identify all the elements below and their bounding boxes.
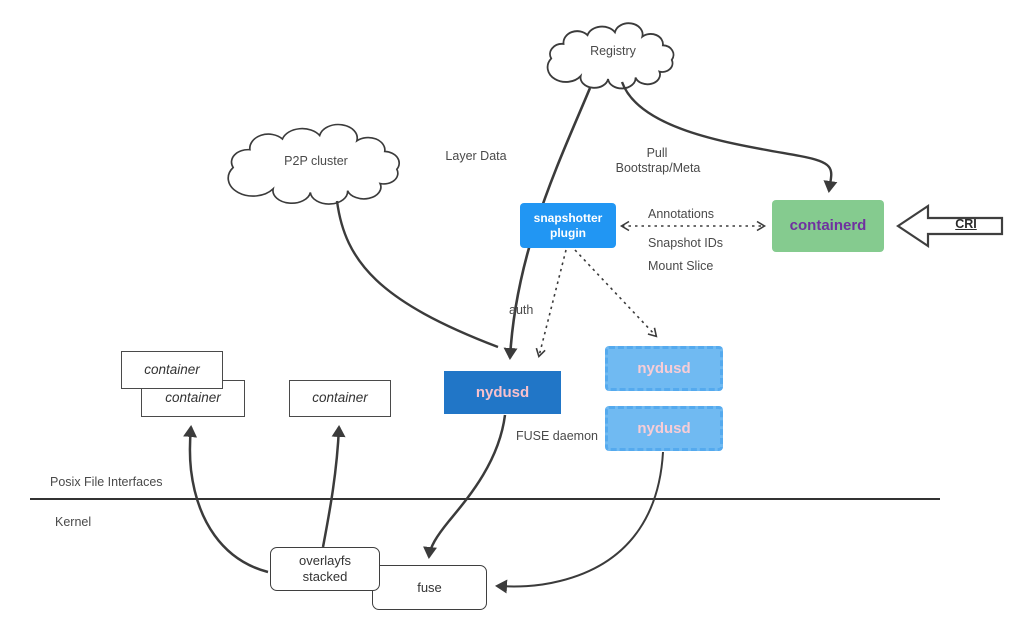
snapshotter-label-line2: plugin (550, 225, 586, 240)
overlayfs-label-line1: overlayfs (298, 553, 352, 569)
overlayfs-node: overlayfs stacked (270, 547, 380, 591)
pull-label-line2: Bootstrap/Meta (615, 161, 701, 175)
posix-interfaces-label: Posix File Interfaces (50, 475, 163, 489)
arrow-overlayfs-to-container (321, 425, 346, 548)
container2-label: container (165, 390, 221, 406)
fuse-node: fuse (372, 565, 487, 610)
nydusd-dash1-label: nydusd (637, 359, 691, 377)
arrow-overlayfs-to-container-stack (183, 425, 269, 574)
arrow-nydusd2-to-fuse (495, 451, 664, 594)
cri-label: CRI (955, 217, 977, 231)
container-node-3: container (289, 380, 391, 417)
nydusd-daemon-node: nydusd (444, 371, 561, 414)
arrow-nydusd-to-fuse (423, 414, 507, 559)
annotations-label: Annotations (648, 207, 715, 221)
mount-slice-label: Mount Slice (648, 259, 714, 273)
dotted-arrow-snapshotter-to-nydusd (535, 249, 567, 358)
snapshotter-plugin-node: snapshotter plugin (520, 203, 616, 248)
nydusd-dashed-node-1: nydusd (605, 346, 723, 391)
cri-block-arrow (896, 203, 1004, 249)
snapshotter-label-line1: snapshotter (533, 211, 603, 226)
auth-label: auth (509, 303, 534, 317)
arrow-registry-to-containerd (620, 81, 838, 193)
containerd-node: containerd (772, 200, 884, 252)
containerd-label: containerd (789, 217, 867, 234)
container-node-1: container (121, 351, 223, 389)
fuse-label: fuse (417, 579, 442, 595)
container1-label: container (144, 361, 200, 377)
line-p2p-join-layerdata (335, 200, 499, 349)
kernel-label: Kernel (55, 515, 92, 529)
layer-data-label: Layer Data (445, 149, 507, 163)
dotted-arrow-snapshotter-to-nydusd2 (574, 249, 658, 338)
container3-label: container (312, 390, 368, 406)
pull-label-line1: Pull (646, 146, 668, 160)
snapshot-ids-label: Snapshot IDs (648, 236, 724, 250)
nydusd-dashed-node-2: nydusd (605, 406, 723, 451)
registry-cloud-label: Registry (590, 44, 636, 58)
fuse-daemon-label: FUSE daemon (516, 429, 598, 443)
overlayfs-label-line2: stacked (302, 569, 348, 584)
p2p-cluster-label: P2P cluster (284, 154, 348, 168)
nydusd-dash2-label: nydusd (637, 419, 691, 437)
nydusd-label: nydusd (475, 383, 530, 401)
